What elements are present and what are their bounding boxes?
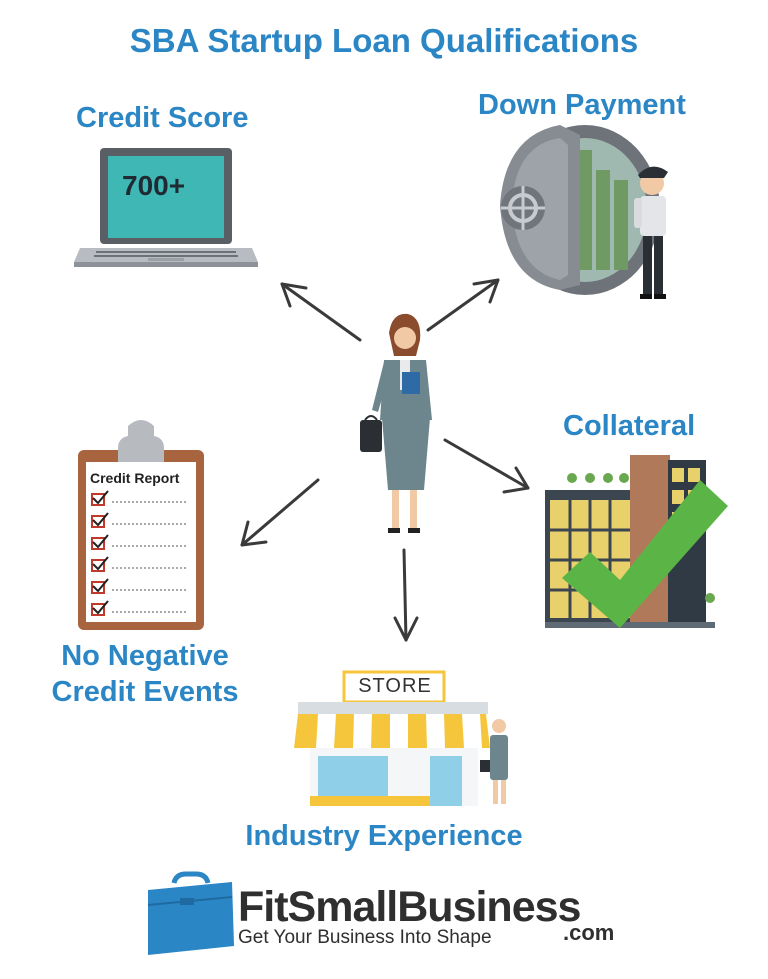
industry-experience-label: Industry Experience (245, 820, 523, 852)
clipboard-title: Credit Report (90, 470, 180, 486)
brand-dotcom: .com (563, 920, 615, 945)
arrow-to-collateral (443, 438, 530, 490)
arrow-to-negative-events (240, 478, 320, 547)
negative-events-label-line2: Credit Events (51, 676, 239, 708)
arrow-to-industry (402, 548, 408, 642)
down-payment-label: Down Payment (478, 89, 686, 121)
credit-score-label: Credit Score (76, 102, 249, 134)
brand-tagline: Get Your Business Into Shape (238, 927, 492, 948)
arrow-to-down-payment (426, 278, 500, 332)
negative-events-label-line1: No Negative (61, 640, 229, 672)
negative-events-label: No Negative Credit Events (40, 638, 250, 710)
laptop-screen-text: 700+ (122, 170, 186, 201)
store-sign-text: STORE (358, 675, 432, 697)
page-title: SBA Startup Loan Qualifications (129, 22, 639, 59)
arrow-to-credit-score (280, 282, 362, 342)
collateral-label: Collateral (563, 410, 696, 442)
brand-name: FitSmallBusiness (238, 883, 581, 931)
